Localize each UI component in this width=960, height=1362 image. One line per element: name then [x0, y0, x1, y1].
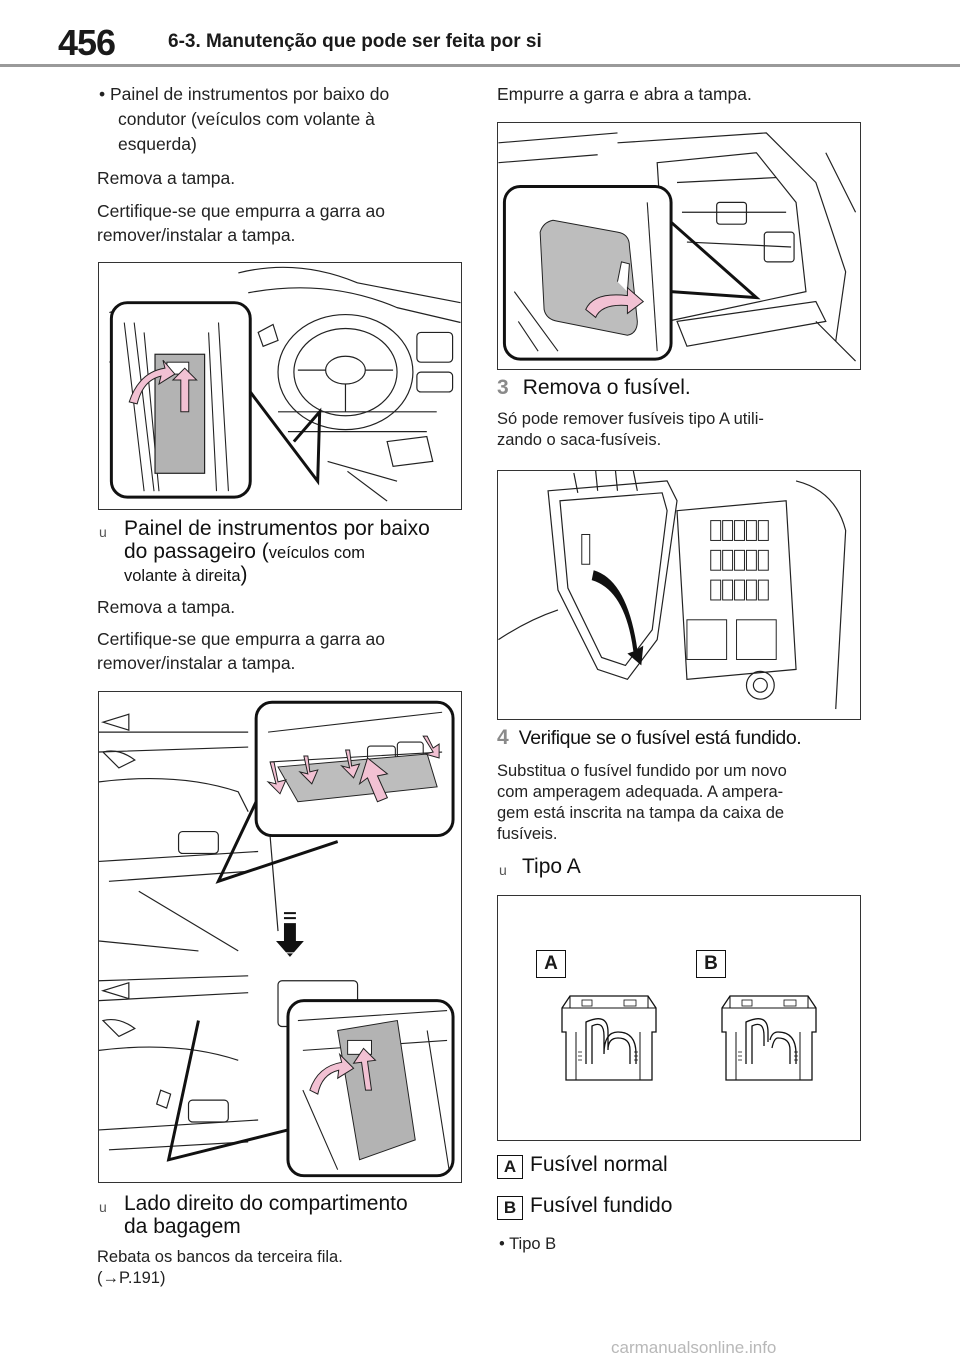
step4-desc-line4: fusíveis.: [497, 825, 558, 843]
luggage-compartment-illustration: [498, 132, 857, 362]
certify-text-1-line2: remover/instalar a tampa.: [97, 225, 296, 245]
step3-heading: 3 Remova o fusível.: [497, 377, 691, 399]
figure-label-b: B: [696, 950, 726, 978]
certify-text-2-line2: remover/instalar a tampa.: [97, 653, 296, 673]
step4-number: 4: [497, 726, 509, 749]
watermark: carmanualsonline.info: [611, 1338, 777, 1357]
passenger-heading-small-2: volante à direita: [124, 567, 241, 585]
figure-fuse-box: [497, 470, 861, 720]
typeA-bullet: u: [499, 862, 507, 878]
passenger-heading-line2: do passageiro (veículos com: [124, 541, 365, 564]
step4-desc-line3: gem está inscrita na tampa da caixa de: [497, 804, 785, 822]
luggage-heading-line2: da bagagem: [124, 1215, 241, 1238]
step4-desc-line2: com amperagem adequada. A ampera-: [497, 783, 784, 801]
figure-label-a: A: [536, 950, 566, 978]
passenger-dashboard-illustration: [99, 700, 461, 1178]
step4-heading: 4 Verifique se o fusível está fundido.: [497, 726, 802, 750]
passenger-heading-small-1: veículos com: [268, 544, 366, 562]
figure-passenger-dashboard: [98, 691, 462, 1183]
step3-desc-line1: Só pode remover fusíveis tipo A utili-: [497, 410, 764, 428]
figure-luggage-compartment: [497, 122, 861, 370]
intro-bullet-line3: esquerda): [118, 134, 197, 154]
figure-fuses: A B: [497, 895, 861, 1141]
section-title: 6-3. Manutenção que pode ser feita por s…: [168, 31, 542, 52]
legend-a-letter: A: [497, 1155, 523, 1179]
step3-number: 3: [497, 376, 509, 399]
blown-fuse-drawing: [721, 995, 817, 1081]
header-rule: [0, 64, 960, 67]
step3-desc-line2: zando o saca-fusíveis.: [497, 431, 662, 449]
legend-a-text: Fusível normal: [530, 1153, 668, 1176]
driver-dashboard-illustration: [109, 266, 461, 502]
intro-bullet-line1: • Painel de instrumentos por baixo do: [99, 84, 390, 104]
typeA-heading: Tipo A: [522, 855, 581, 878]
legend-b-text: Fusível fundido: [530, 1194, 673, 1217]
luggage-heading-line1: Lado direito do compartimento: [124, 1192, 408, 1215]
passenger-bullet: u: [99, 524, 107, 540]
fold-seats-line2: (→P.191): [97, 1269, 166, 1287]
certify-text-1-line1: Certifique-se que empurra a garra ao: [97, 201, 385, 221]
step4-title: Verifique se o fusível está fundido.: [518, 727, 802, 749]
step3-title: Remova o fusível.: [522, 376, 691, 399]
passenger-heading-close: ): [240, 563, 248, 586]
passenger-heading-line1: Painel de instrumentos por baixo: [124, 517, 430, 540]
fuse-box-illustration: [498, 471, 847, 710]
intro-bullet-line2: condutor (veículos com volante à: [118, 109, 375, 129]
remove-cover-text-1: Remova a tampa.: [97, 168, 236, 188]
luggage-bullet: u: [99, 1199, 107, 1215]
push-claw-text: Empurre a garra e abra a tampa.: [497, 84, 752, 104]
step4-desc-line1: Substitua o fusível fundido por um novo: [497, 762, 787, 780]
passenger-heading-main: do passageiro (: [124, 540, 269, 563]
passenger-heading-line3: volante à direita): [124, 564, 248, 587]
normal-fuse-drawing: [561, 995, 657, 1081]
page-number: 456: [58, 22, 116, 63]
figure-driver-dashboard: [98, 262, 462, 510]
certify-text-2-line1: Certifique-se que empurra a garra ao: [97, 629, 385, 649]
fold-seats-line1: Rebata os bancos da terceira fila.: [97, 1248, 343, 1266]
legend-b-letter: B: [497, 1196, 523, 1220]
remove-cover-text-2: Remova a tampa.: [97, 597, 236, 617]
typeB-bullet: • Tipo B: [499, 1235, 557, 1253]
